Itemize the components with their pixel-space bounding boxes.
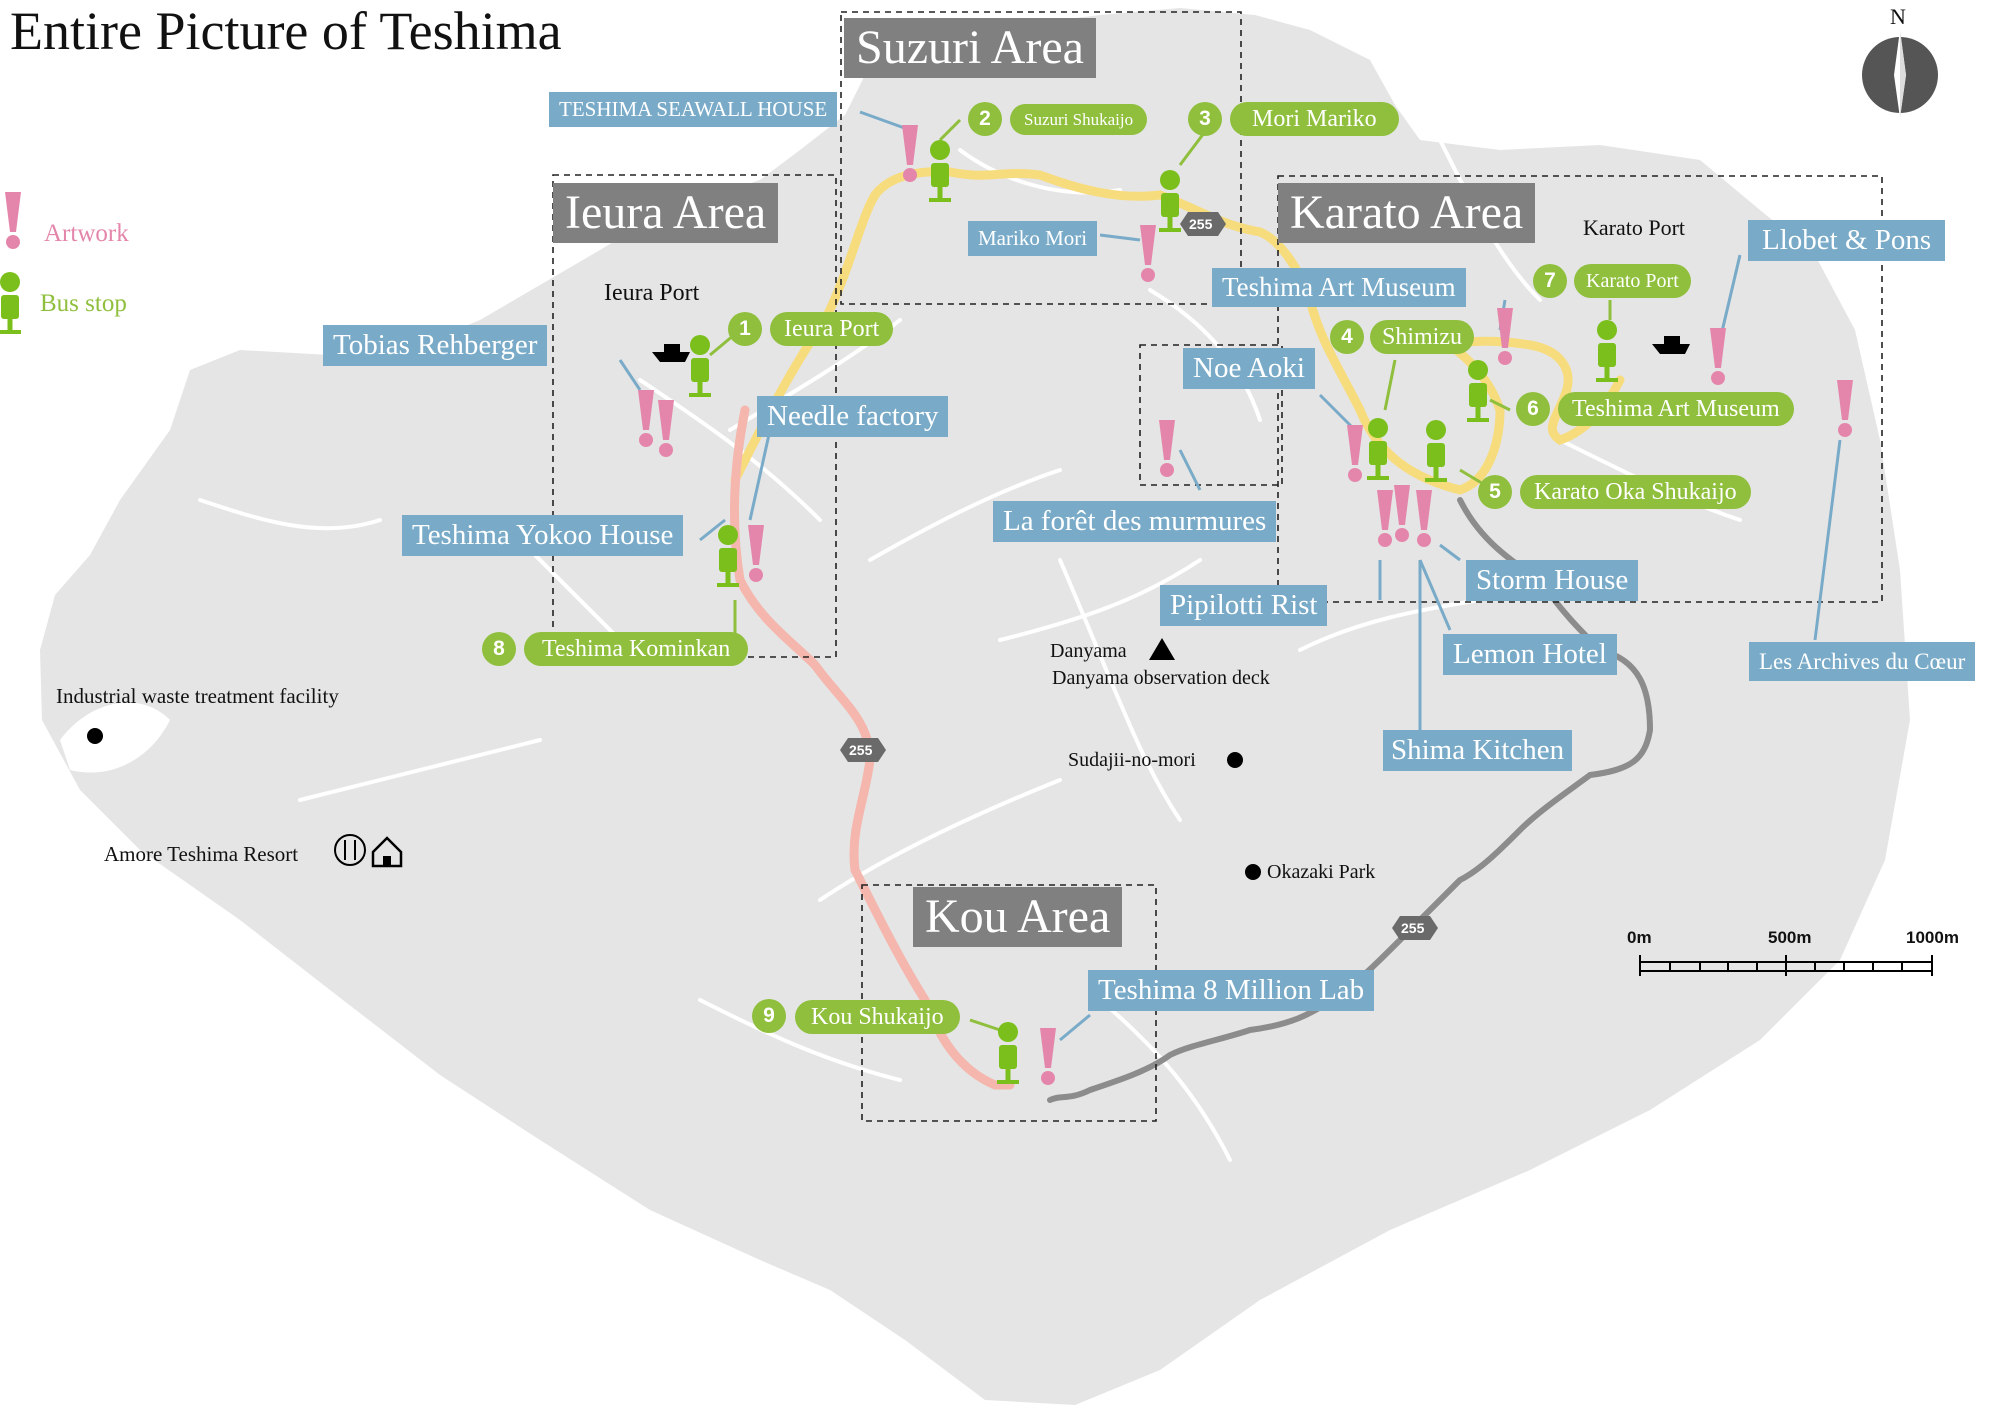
bus-stop-name-8[interactable]: Teshima Kominkan — [524, 632, 749, 666]
page-title: Entire Picture of Teshima — [10, 1, 562, 61]
compass-icon — [1862, 30, 1938, 118]
karato-port-label: Karato Port — [1583, 215, 1686, 240]
ieura-port-label: Ieura Port — [604, 280, 700, 306]
karato-inner-box — [1139, 344, 1283, 486]
danyama-label: Danyama — [1050, 640, 1127, 662]
bus-stop-name-4[interactable]: Shimizu — [1370, 320, 1475, 354]
route-badges — [840, 212, 1438, 940]
route-number-badge: 255 — [1189, 216, 1213, 232]
route-number-badge: 255 — [849, 742, 873, 758]
okazaki-marker — [1245, 864, 1261, 880]
artwork-needle-factory[interactable]: Needle factory — [757, 396, 949, 437]
bus-stop-number-9: 9 — [752, 999, 786, 1033]
ieura-area-title: Ieura Area — [553, 183, 779, 243]
route-yellow — [730, 167, 1625, 495]
sudajii-label: Sudajii-no-mori — [1068, 749, 1196, 771]
industrial-facility-label: Industrial waste treatment facility — [56, 684, 339, 708]
bus-stop-name-2[interactable]: Suzuri Shukaijo — [1010, 104, 1148, 135]
scale-label-start: 0m — [1627, 928, 1652, 947]
bus-stop-name-5[interactable]: Karato Oka Shukaijo — [1520, 475, 1751, 509]
artwork-teshima-art-museum[interactable]: Teshima Art Museum — [1212, 268, 1466, 307]
scale-label-end: 1000m — [1906, 928, 1959, 947]
compass-north-label: N — [1890, 4, 1906, 29]
bus-stop-number-6: 6 — [1516, 392, 1550, 426]
artwork-yokoo-house[interactable]: Teshima Yokoo House — [402, 515, 684, 556]
bus-stop-name-9[interactable]: Kou Shukaijo — [795, 1000, 960, 1034]
artwork-les-archives[interactable]: Les Archives du Cœur — [1749, 642, 1976, 681]
artwork-storm-house[interactable]: Storm House — [1466, 560, 1639, 601]
legend-bus-stop-label: Bus stop — [40, 290, 127, 317]
artwork-8-million-lab[interactable]: Teshima 8 Million Lab — [1088, 970, 1375, 1011]
danyama-peak-icon — [1149, 638, 1175, 660]
restaurant-icon — [334, 834, 366, 866]
bus-stop-number-5: 5 — [1478, 475, 1512, 509]
bus-stop-name-6[interactable]: Teshima Art Museum — [1558, 392, 1794, 426]
karato-area-box — [1277, 175, 1883, 603]
artwork-pipilotti-rist[interactable]: Pipilotti Rist — [1160, 585, 1328, 626]
artwork-noe-aoki[interactable]: Noe Aoki — [1183, 348, 1315, 389]
industrial-marker — [87, 728, 103, 744]
suzuri-area-title: Suzuri Area — [844, 18, 1096, 78]
danyama-deck-label: Danyama observation deck — [1052, 667, 1270, 689]
amore-resort-label: Amore Teshima Resort — [104, 842, 299, 866]
bus-stop-number-4: 4 — [1330, 320, 1364, 354]
bus-stop-number-3: 3 — [1188, 102, 1222, 136]
suzuri-area-box — [840, 11, 1242, 305]
scale-label-mid: 500m — [1768, 928, 1812, 947]
bus-stop-number-1: 1 — [728, 312, 762, 346]
bus-stop-name-3[interactable]: Mori Mariko — [1230, 102, 1399, 136]
ferry-icon-karato — [1652, 336, 1690, 354]
artwork-llobet-pons[interactable]: Llobet & Pons — [1748, 220, 1946, 261]
artwork-mariko-mori[interactable]: Mariko Mori — [968, 221, 1098, 256]
bus-stop-number-2: 2 — [968, 102, 1002, 136]
legend-artwork-label: Artwork — [44, 220, 129, 247]
bus-stop-number-7: 7 — [1533, 264, 1567, 298]
kou-area-title: Kou Area — [913, 887, 1123, 947]
route-number-badge: 255 — [1401, 920, 1425, 936]
sudajii-marker — [1227, 752, 1243, 768]
bus-stop-number-8: 8 — [482, 632, 516, 666]
okazaki-park-label: Okazaki Park — [1267, 861, 1376, 883]
artwork-shima-kitchen[interactable]: Shima Kitchen — [1383, 730, 1573, 771]
bus-stop-name-7[interactable]: Karato Port — [1574, 264, 1691, 298]
bus-stop-name-1[interactable]: Ieura Port — [770, 312, 894, 346]
artwork-tobias-rehberger[interactable]: Tobias Rehberger — [323, 325, 548, 366]
ferry-icon — [652, 344, 690, 362]
karato-area-title: Karato Area — [1278, 183, 1536, 243]
scale-bar — [1639, 955, 1933, 976]
artwork-seawall-house[interactable]: TESHIMA SEAWALL HOUSE — [549, 92, 838, 127]
artwork-la-foret[interactable]: La forêt des murmures — [993, 501, 1277, 542]
home-icon — [371, 836, 403, 868]
artwork-lemon-hotel[interactable]: Lemon Hotel — [1443, 634, 1617, 675]
